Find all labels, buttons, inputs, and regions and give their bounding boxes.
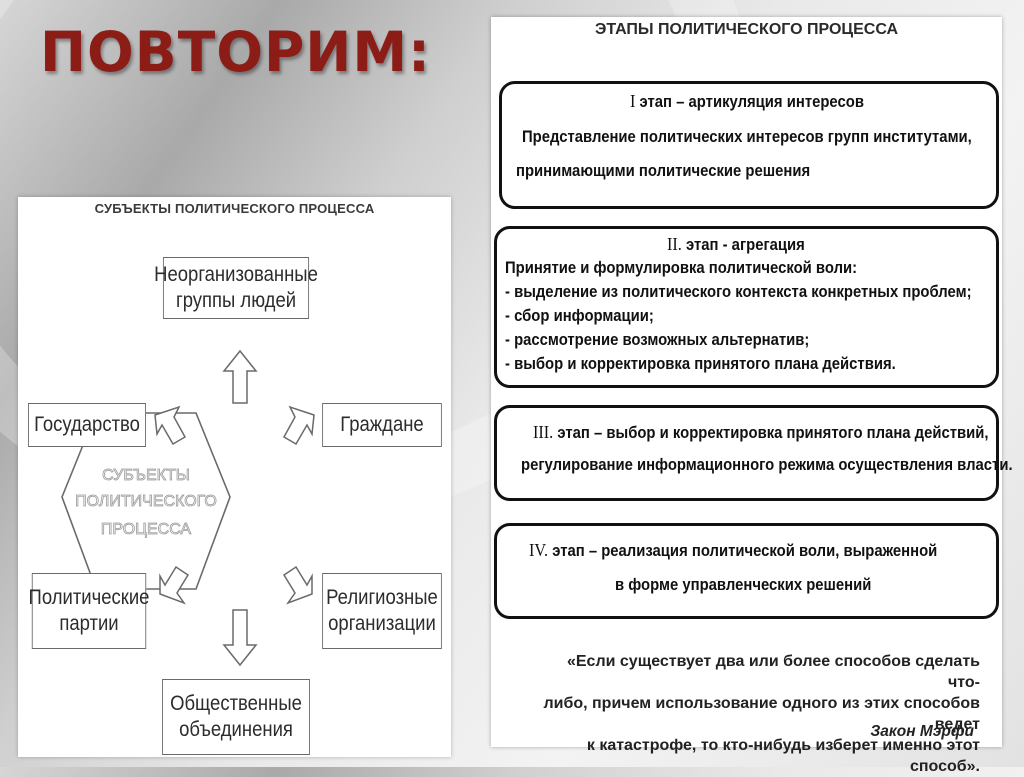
stage-2-line-5: - выбор и корректировка принятого плана …: [505, 355, 896, 373]
node-state-label: Государство: [34, 412, 140, 436]
arrow-lower-left: [159, 565, 190, 605]
stage-4-line-1: в форме управленческих решений: [615, 576, 872, 594]
node-unorganized-groups: Неорганизованные группы людей: [154, 257, 318, 319]
quote-line-1: «Если существует два или более способов …: [566, 653, 980, 691]
stage-3-heading-text: этап – выбор и корректировка принятого п…: [553, 424, 989, 442]
stage-3-heading: III. этап – выбор и корректировка принят…: [533, 422, 989, 443]
stage-2-line-3: - сбор информации;: [505, 307, 654, 325]
center-hexagon: [61, 412, 231, 590]
stage-2-heading: II. этап - агрегация: [667, 234, 805, 255]
center-label-line-3: ПРОЦЕССА: [101, 521, 192, 538]
node-political-parties-line-1: Политические: [28, 585, 150, 609]
node-religious-organizations: Религиозные организации: [322, 573, 442, 649]
stage-4-numeral: IV.: [529, 540, 549, 560]
stage-2-line-2: - выделение из политического контекста к…: [505, 283, 972, 301]
stage-1-numeral: I: [630, 91, 636, 111]
node-public-associations-line-2: объединения: [179, 718, 293, 741]
stage-1-line-2: принимающими политические решения: [516, 162, 811, 180]
node-public-associations: Общественные объединения: [162, 679, 310, 755]
node-public-associations-line-1: Общественные: [170, 691, 302, 715]
stage-2-numeral: II.: [667, 234, 682, 254]
stage-2-box: II. этап - агрегация Принятие и формулир…: [494, 226, 999, 388]
subjects-diagram-card: СУБЪЕКТЫ ПОЛИТИЧЕСКОГО ПРОЦЕССА СУБЪЕКТЫ…: [18, 197, 451, 757]
stage-3-box: III. этап – выбор и корректировка принят…: [494, 405, 1013, 501]
stage-4-box: IV. этап – реализация политической воли,…: [494, 523, 999, 619]
slide-headline: ПОВТОРИМ:: [40, 20, 432, 84]
arrow-upper-left: [154, 405, 187, 446]
stage-2-line-4: - рассмотрение возможных альтернатив;: [505, 331, 810, 349]
murphy-quote: «Если существует два или более способов …: [540, 651, 980, 777]
arrow-down: [222, 609, 258, 667]
node-religious-organizations-line-1: Религиозные: [326, 585, 438, 609]
stage-1-heading-text: этап – артикуляция интересов: [635, 93, 864, 111]
stage-4-heading: IV. этап – реализация политической воли,…: [529, 540, 937, 561]
center-label-line-1: СУБЪЕКТЫ: [102, 467, 190, 484]
node-political-parties-line-2: партии: [59, 612, 119, 635]
node-unorganized-groups-line-2: группы людей: [175, 289, 297, 312]
subjects-diagram-graphics: СУБЪЕКТЫ ПОЛИТИЧЕСКОГО ПРОЦЕССА: [61, 349, 315, 667]
arrow-up: [222, 349, 258, 404]
stages-title: ЭТАПЫ ПОЛИТИЧЕСКОГО ПРОЦЕССА: [594, 21, 899, 38]
node-citizens-label: Граждане: [340, 412, 424, 436]
center-label-line-2: ПОЛИТИЧЕСКОГО: [75, 493, 217, 510]
node-unorganized-groups-line-1: Неорганизованные: [154, 262, 318, 286]
stage-1-heading: I этап – артикуляция интересов: [630, 91, 864, 112]
node-political-parties: Политические партии: [29, 573, 149, 649]
stage-3-line-1: регулирование информационного режима осу…: [521, 456, 1013, 474]
node-religious-organizations-line-2: организации: [328, 612, 436, 635]
stage-1-line-1: Представление политических интересов гру…: [522, 128, 972, 146]
stage-2-heading-text: этап - агрегация: [681, 236, 805, 254]
quote-line-2: либо, причем использование одного из эти…: [543, 695, 980, 733]
arrow-upper-right: [282, 405, 315, 446]
stages-card: ЭТАПЫ ПОЛИТИЧЕСКОГО ПРОЦЕССА I этап – ар…: [491, 17, 1013, 775]
stage-2-line-1: Принятие и формулировка политической вол…: [505, 259, 858, 277]
node-state: Государство: [28, 403, 146, 447]
subjects-diagram-title: СУБЪЕКТЫ ПОЛИТИЧЕСКОГО ПРОЦЕССА: [94, 201, 375, 216]
stage-1-box: I этап – артикуляция интересов Представл…: [499, 81, 999, 209]
stage-3-numeral: III.: [533, 422, 554, 442]
stage-4-heading-text: этап – реализация политической воли, выр…: [548, 542, 938, 560]
quote-author: Закон Мэрфи: [870, 723, 974, 740]
quote-line-3: к катастрофе, то кто-нибудь изберет имен…: [586, 737, 980, 775]
node-citizens: Граждане: [322, 403, 442, 447]
arrow-lower-right: [282, 565, 313, 605]
